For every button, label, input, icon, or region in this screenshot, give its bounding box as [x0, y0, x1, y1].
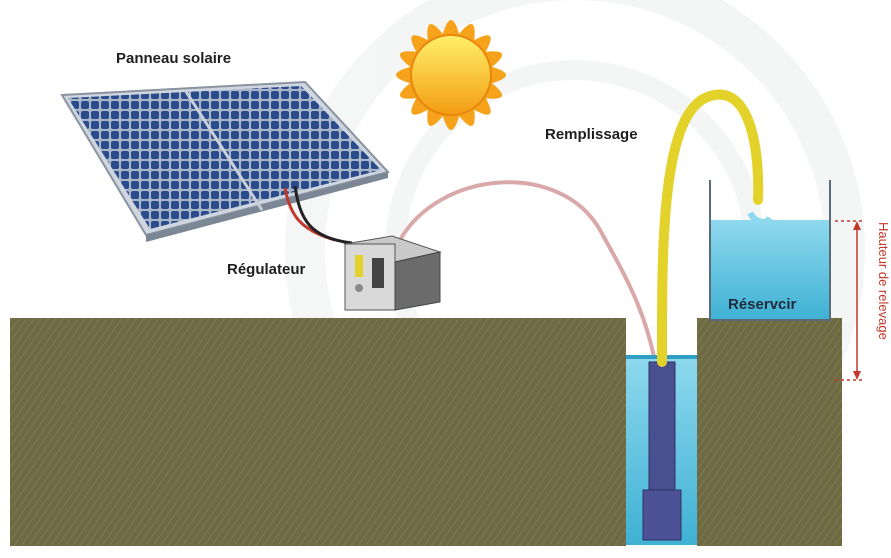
- sun-icon: [396, 20, 506, 130]
- regulator-box: [343, 235, 442, 311]
- pump-cable: [398, 180, 657, 363]
- sun-ray: [457, 24, 475, 44]
- sun-ray: [457, 106, 475, 126]
- sun-ray: [400, 51, 420, 69]
- sun-ray: [471, 95, 491, 115]
- lift-height-marker: [835, 220, 862, 381]
- sun-ray: [427, 24, 445, 44]
- sun-ray: [411, 35, 431, 55]
- submersible-pump: [642, 361, 682, 541]
- delivery-pipe: [656, 89, 764, 367]
- sun-ray: [482, 81, 502, 99]
- lift-height-label-wrapper: Hauteur de relevage: [875, 222, 891, 387]
- sun-ray: [482, 51, 502, 69]
- sun-ray: [489, 66, 506, 84]
- solar-panel-label: Panneau solaire: [116, 50, 232, 67]
- sun-ray: [442, 113, 460, 130]
- regulator-label: Régulateur: [227, 261, 306, 278]
- sun-ray: [396, 66, 413, 84]
- sun-ray: [411, 95, 431, 115]
- reservoir-label: Réservcir: [728, 296, 797, 313]
- filling-label: Remplissage: [545, 126, 638, 143]
- cable-panel-regulator: [283, 185, 353, 245]
- sun-ray: [427, 106, 445, 126]
- sun-ray: [442, 20, 460, 37]
- sun-ray: [400, 81, 420, 99]
- solar-panel: [60, 80, 390, 242]
- lift-height-label: Hauteur de relevage: [876, 222, 891, 340]
- reservoir-tank: [709, 180, 831, 321]
- ground: [10, 318, 842, 546]
- sun-ray: [471, 35, 491, 55]
